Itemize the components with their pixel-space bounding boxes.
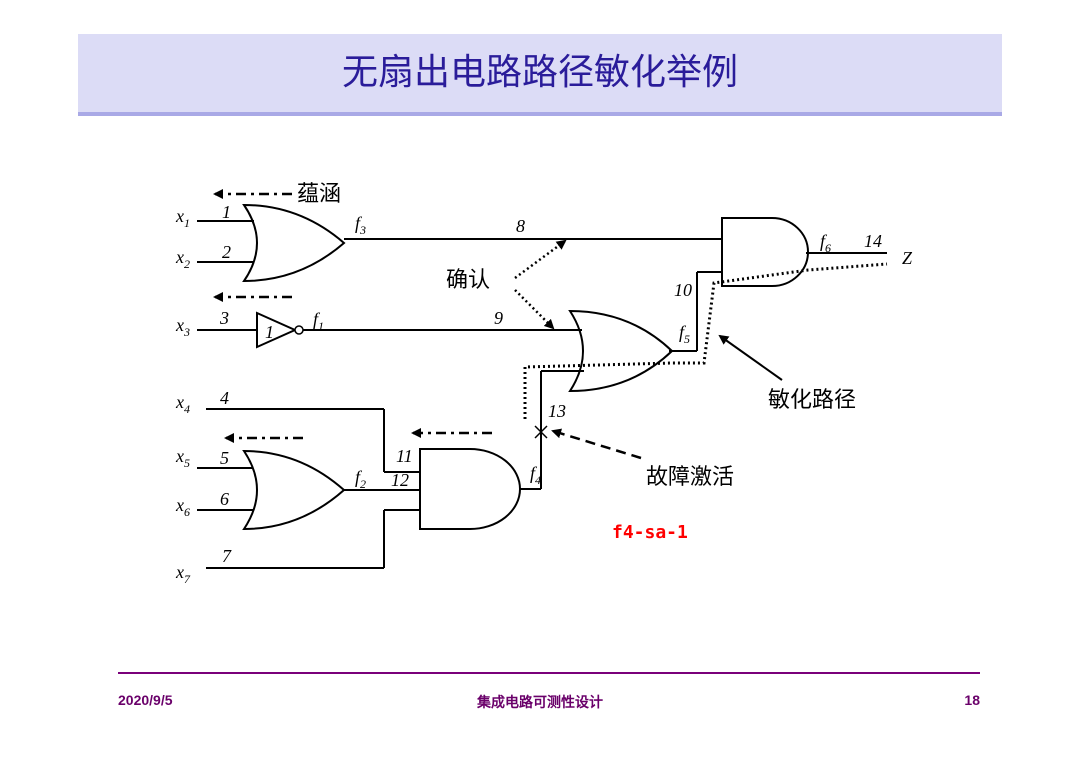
footer-rule [118, 672, 980, 674]
input-x6: x6 [175, 495, 190, 519]
fault-name: f4-sa-1 [612, 522, 688, 543]
output-z: Z [902, 248, 913, 268]
input-x3: x3 [175, 315, 190, 339]
output-f3: f3 [355, 213, 366, 237]
and-gate-f4 [419, 448, 521, 530]
input-x1: x1 [175, 206, 190, 230]
input-x2: x2 [175, 247, 190, 271]
input-x5: x5 [175, 446, 190, 470]
line-number-5: 5 [220, 448, 229, 468]
line-number-7: 7 [222, 546, 232, 566]
slide-title: 无扇出电路路径敏化举例 [341, 52, 738, 93]
title-band [78, 34, 1002, 112]
line-number-3: 3 [219, 308, 229, 328]
or-gate-f2 [242, 449, 346, 531]
confirm-arrow-down [514, 289, 555, 330]
line-number-2: 2 [222, 242, 231, 262]
footer-page-number: 18 [964, 692, 980, 708]
sensitized-path-arrow [718, 334, 783, 381]
fault-marker-x [534, 425, 548, 439]
output-f5: f5 [679, 322, 690, 346]
output-f2: f2 [355, 467, 366, 491]
line-number-11: 11 [396, 446, 413, 466]
line-number-1: 1 [222, 202, 231, 222]
output-f4: f4 [530, 463, 541, 487]
line-number-6: 6 [220, 489, 229, 509]
circuit-wires [197, 220, 887, 569]
line-number-4: 4 [220, 388, 229, 408]
title-underline [78, 112, 1002, 116]
footer-course-title: 集成电路可测性设计 [477, 695, 603, 711]
confirm-arrow-up [514, 239, 567, 280]
inverter-f1 [256, 311, 298, 349]
fault-activation-arrow [551, 428, 642, 460]
output-f6: f6 [820, 231, 831, 255]
and-gate-f6 [721, 217, 809, 287]
sensitized-path-dotted [523, 262, 888, 419]
line-number-8: 8 [516, 216, 525, 236]
line-number-12: 12 [391, 470, 409, 490]
line-number-9: 9 [494, 308, 503, 328]
or-gate-f5 [568, 309, 674, 393]
fault-activation-label: 故障激活 [646, 465, 734, 490]
line-number-13: 13 [548, 401, 566, 421]
footer-date: 2020/9/5 [118, 692, 173, 708]
output-f1: f1 [313, 309, 324, 333]
or-gate-f3 [242, 203, 346, 283]
input-x4: x4 [175, 392, 190, 416]
sensitized-path-label: 敏化路径 [768, 388, 856, 413]
line-number-14: 14 [864, 231, 882, 251]
inverter-label: 1 [265, 322, 274, 342]
line-number-10: 10 [674, 280, 692, 300]
implication-label: 蕴涵 [297, 182, 341, 207]
confirm-label: 确认 [446, 268, 490, 293]
inverter-bubble [294, 325, 304, 335]
input-x7: x7 [175, 562, 191, 586]
